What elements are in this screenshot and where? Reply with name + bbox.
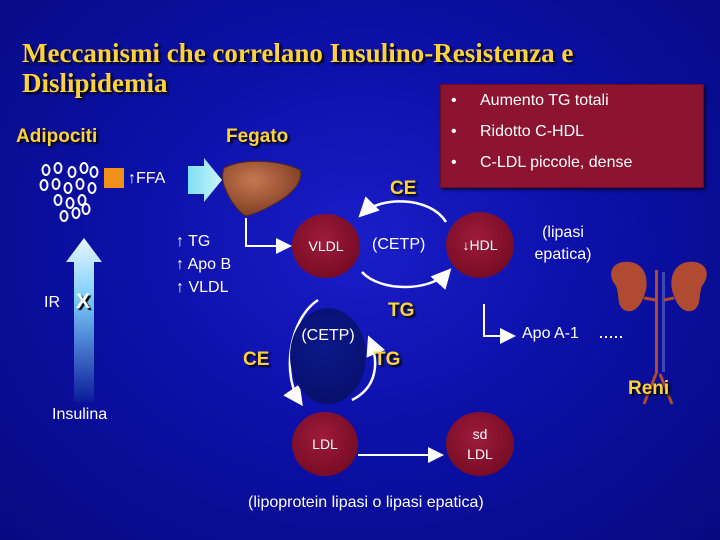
ffa-square-icon bbox=[104, 168, 124, 188]
ffa-text: FFA bbox=[136, 170, 166, 187]
sd-ldl-particle: sd LDL bbox=[446, 412, 514, 476]
cetp-lower-label: (CETP) bbox=[301, 327, 355, 344]
ldl-label: LDL bbox=[312, 436, 338, 452]
title-line-1: Meccanismi che correlano Insulino-Resist… bbox=[22, 38, 574, 68]
summary-item: •Aumento TG totali bbox=[451, 92, 609, 109]
tg-mid-label: TG bbox=[374, 349, 401, 370]
insulin-arrow-icon bbox=[66, 238, 102, 402]
ldl-exchange-arrow-icon bbox=[351, 335, 385, 402]
tg-right-label: TG bbox=[388, 300, 415, 321]
sd-ldl-label: sd LDL bbox=[467, 426, 493, 462]
summary-item: •Ridotto C-HDL bbox=[451, 123, 585, 140]
liver-icon bbox=[222, 160, 302, 217]
ir-label: IR bbox=[44, 294, 60, 311]
summary-item-label: Ridotto C-HDL bbox=[480, 123, 585, 140]
liver-output-item: ↑ TG bbox=[176, 233, 211, 250]
summary-box: •Aumento TG totali •Ridotto C-HDL •C-LDL… bbox=[440, 84, 704, 188]
ce-transfer-arrow-icon bbox=[358, 196, 448, 223]
ce-top-label: CE bbox=[390, 178, 417, 199]
summary-item-label: Aumento TG totali bbox=[480, 92, 609, 109]
bottom-note: (lipoprotein lipasi o lipasi epatica) bbox=[248, 494, 484, 511]
summary-item: •C-LDL piccole, dense bbox=[451, 154, 633, 171]
summary-item-label: C-LDL piccole, dense bbox=[480, 154, 633, 171]
up-arrow-icon: ↑ bbox=[128, 170, 136, 187]
kidneys-icon bbox=[611, 261, 707, 405]
cetp-upper-label: (CETP) bbox=[372, 236, 426, 253]
up-arrow-icon: ↑ bbox=[176, 279, 189, 296]
reni-label: Reni bbox=[628, 378, 670, 399]
cetp-lower-particle: (CETP) bbox=[290, 308, 366, 404]
ldl-particle: LDL bbox=[292, 412, 358, 476]
hdl-label: ↓HDL bbox=[462, 237, 498, 253]
down-arrow-icon: ↓ bbox=[462, 237, 470, 253]
fegato-label: Fegato bbox=[226, 126, 289, 147]
liver-to-vldl-arrow-icon bbox=[245, 218, 292, 254]
liver-outputs-list: ↑ TG ↑ Apo B ↑ VLDL bbox=[176, 230, 231, 299]
adipocytes-icon bbox=[39, 162, 99, 222]
ffa-arrow-icon bbox=[188, 158, 222, 202]
hdl-to-apoa1-arrow-icon bbox=[483, 304, 516, 344]
adipociti-label: Adipociti bbox=[16, 126, 98, 147]
apo-a1-label: Apo A-1 bbox=[522, 325, 579, 342]
vldl-label: VLDL bbox=[308, 238, 344, 254]
ffa-label: ↑FFA bbox=[128, 170, 165, 188]
hdl-particle: ↓HDL bbox=[446, 212, 514, 278]
vldl-particle: VLDL bbox=[292, 214, 360, 278]
insulina-label: Insulina bbox=[52, 406, 108, 423]
page-title: Meccanismi che correlano Insulino-Resist… bbox=[22, 38, 573, 98]
up-arrow-icon: ↑ bbox=[176, 256, 188, 273]
tg-transfer-arrow-icon bbox=[361, 268, 452, 290]
title-line-2: Dislipidemia bbox=[22, 68, 168, 98]
insulin-block-x-icon: X bbox=[76, 290, 91, 313]
up-arrow-icon: ↑ bbox=[176, 233, 189, 250]
liver-output-item: ↑ VLDL bbox=[176, 279, 229, 296]
ce-left-label: CE bbox=[243, 349, 270, 370]
lipasi-epatica-label: (lipasi epatica) bbox=[534, 224, 592, 263]
liver-output-item: ↑ Apo B bbox=[176, 256, 232, 273]
